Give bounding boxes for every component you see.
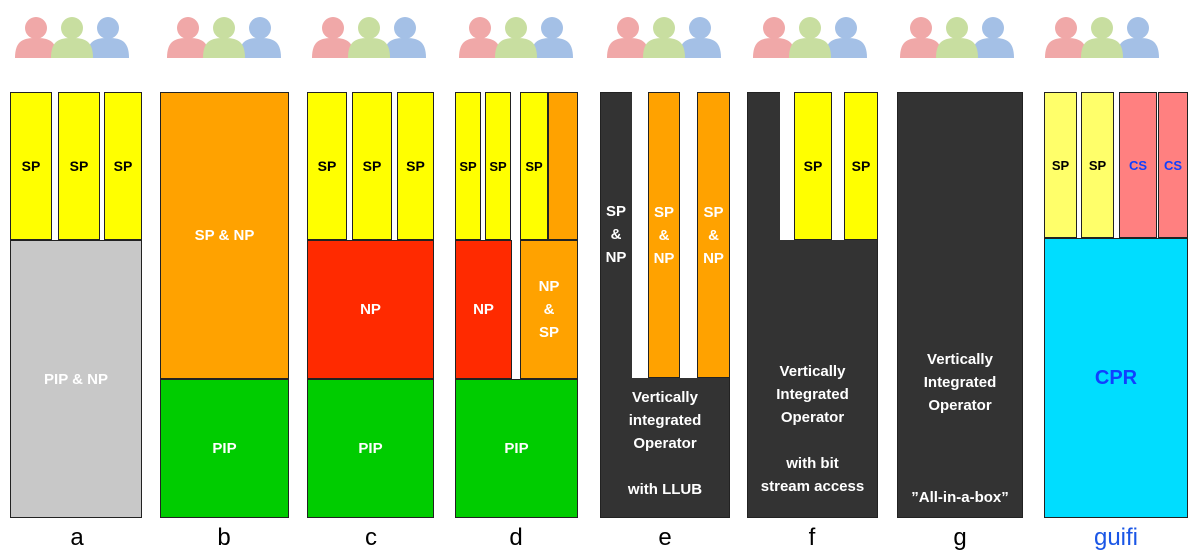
users-group-icon — [753, 17, 867, 58]
cs-block-guifi1: CS — [1119, 92, 1157, 238]
sp-np-block-e2: SP & NP — [648, 92, 680, 378]
operator-text-g: Vertically Integrated Operator ”All-in-a… — [911, 351, 1009, 506]
gap-e2 — [680, 92, 697, 378]
np-block-c: NP — [307, 240, 434, 379]
pip-np-block-a: PIP & NP — [10, 240, 142, 518]
users-group-icon — [167, 17, 281, 58]
sp-block-d2: SP — [485, 92, 511, 240]
users-group-icon — [15, 17, 129, 58]
pip-block-d: PIP — [455, 379, 578, 518]
sp-block-a3: SP — [104, 92, 142, 240]
sp-block-guifi2: SP — [1081, 92, 1114, 238]
sp-block-guifi1: SP — [1044, 92, 1077, 238]
sp-block-a2: SP — [58, 92, 100, 240]
cs-block-guifi2: CS — [1158, 92, 1188, 238]
column-label-guifi: guifi — [1093, 524, 1139, 551]
vio-block-g — [897, 92, 1023, 518]
operator-text-f: Vertically Integrated Operator with bit … — [760, 363, 865, 495]
users-group-icon — [1045, 17, 1159, 58]
column-label-a: a — [70, 524, 84, 551]
sp-block-d3: SP — [520, 92, 548, 240]
users-group-icon — [900, 17, 1014, 58]
np-block-d: NP — [455, 240, 512, 379]
gap-e1 — [632, 92, 648, 378]
cpr-block-guifi: CPR — [1044, 238, 1188, 518]
pip-block-b: PIP — [160, 379, 289, 518]
sp-block-a1: SP — [10, 92, 52, 240]
column-label-c: c — [365, 524, 377, 551]
sp-block-f2: SP — [844, 92, 878, 240]
gap-f — [780, 92, 794, 240]
operator-text-e: Vertically integrated Operator with LLUB — [627, 389, 703, 498]
users-group-icon — [312, 17, 426, 58]
column-label-d: d — [509, 524, 523, 551]
np-sp-block-d-spine — [548, 92, 578, 240]
column-label-f: f — [808, 524, 816, 551]
sp-np-block-e3: SP & NP — [697, 92, 730, 378]
sp-np-block-b: SP & NP — [160, 92, 289, 379]
gap-f2 — [832, 92, 844, 240]
column-label-e: e — [658, 524, 672, 551]
sp-block-d1: SP — [455, 92, 481, 240]
users-group-icon — [607, 17, 721, 58]
sp-block-f1: SP — [794, 92, 832, 240]
sp-block-c2: SP — [352, 92, 392, 240]
np-sp-block-d: NP & SP — [520, 240, 578, 379]
users-group-icon — [459, 17, 573, 58]
column-label-b: b — [217, 524, 231, 551]
column-label-g: g — [953, 524, 967, 551]
sp-np-label-e1: SP & NP — [605, 203, 627, 266]
pip-block-c: PIP — [307, 379, 434, 518]
sp-block-c1: SP — [307, 92, 347, 240]
sp-block-c3: SP — [397, 92, 434, 240]
